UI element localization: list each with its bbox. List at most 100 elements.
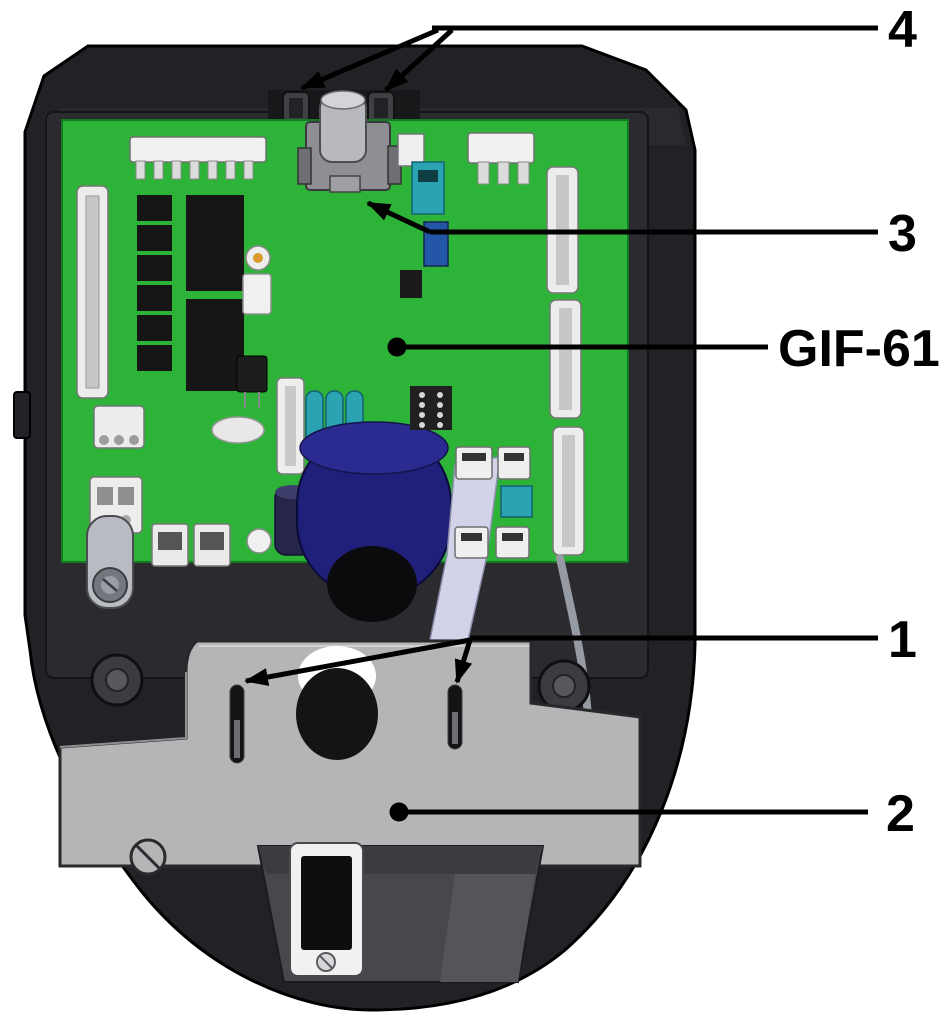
connector-pin <box>225 160 236 180</box>
header-pin <box>437 422 443 428</box>
connector-pin <box>189 160 200 180</box>
ic-chip <box>137 345 172 371</box>
plug-stripe <box>461 533 482 541</box>
callout-label-1: 1 <box>888 611 917 669</box>
terminal-pin <box>129 435 139 445</box>
ic-chip <box>137 285 172 311</box>
top-latch-left-notch <box>289 98 303 118</box>
leader-arrow-right <box>454 639 473 684</box>
leader-dot <box>389 802 409 822</box>
clamp-foot <box>329 175 361 193</box>
connector-slot <box>559 308 572 410</box>
connector-slot <box>562 435 575 547</box>
ic-block-1 <box>186 195 244 291</box>
lock-keyway <box>102 578 118 592</box>
standoff-core <box>105 668 129 692</box>
plug-body <box>454 526 489 559</box>
callout-4: 4 <box>300 1 917 92</box>
connector-pin <box>135 160 146 180</box>
edge-connector-right-2 <box>549 299 582 419</box>
pin-header-small <box>400 270 422 298</box>
enclosure-side-notch <box>13 391 31 439</box>
terminal-pin <box>114 435 124 445</box>
plug-body <box>497 446 531 480</box>
callout-label-gif61: GIF-61 <box>778 320 940 378</box>
ic-chip <box>137 225 172 251</box>
lock-cylinder <box>86 515 134 609</box>
cap-white-small <box>246 528 272 554</box>
callout-label-2: 2 <box>886 785 915 843</box>
relay-small <box>242 273 272 315</box>
standoff-core <box>552 674 576 698</box>
ic-block-2 <box>186 299 244 391</box>
header-pin <box>437 412 443 418</box>
leader-arrow-left <box>244 637 471 686</box>
top-latch-right-notch <box>374 98 388 118</box>
standoff-left <box>90 653 144 707</box>
plug-pair-upper <box>455 446 531 480</box>
callout-label-3: 3 <box>888 205 917 263</box>
block-right-face <box>440 874 535 982</box>
plug-pair-lower <box>454 526 530 559</box>
header-pin <box>419 422 425 428</box>
leader-dot <box>387 337 407 357</box>
screw-slot <box>135 844 161 870</box>
crystal-oval <box>211 416 265 444</box>
connector-screw-slot <box>319 955 333 969</box>
bracket-center-hole <box>296 668 378 760</box>
plug-stripe <box>502 533 523 541</box>
ic-chip <box>137 315 172 341</box>
pin-header-grid <box>410 386 452 430</box>
connector-opening <box>200 532 224 550</box>
connector-pin <box>171 160 182 180</box>
header-pin <box>419 402 425 408</box>
connector-opening <box>301 856 352 950</box>
leader-arrow-right <box>384 28 454 92</box>
bracket-slot-right-pin <box>452 712 458 744</box>
ic-chip <box>137 255 172 281</box>
callout-gif61: GIF-61 <box>387 320 940 378</box>
solenoid-top <box>299 421 449 475</box>
terminal-pin <box>99 435 109 445</box>
connector-pin <box>153 160 164 180</box>
connector-body <box>129 136 267 163</box>
terminal-opening <box>118 487 134 505</box>
header-pin <box>437 402 443 408</box>
connector-pin <box>517 161 530 185</box>
clamp-cylinder-top <box>320 90 366 110</box>
callout-2: 2 <box>389 785 915 843</box>
connector-pin <box>243 160 254 180</box>
connector-pin <box>497 161 510 185</box>
header-pin <box>419 392 425 398</box>
plug-body <box>495 526 530 559</box>
connector-top-left <box>129 136 267 180</box>
terminal-3pin <box>93 405 145 449</box>
plug-body <box>455 446 493 480</box>
bracket-slot-left-pin <box>234 720 240 758</box>
plug-stripe <box>504 453 524 461</box>
ic-column <box>137 195 172 371</box>
bracket-step-line <box>59 672 187 748</box>
terminal-opening <box>97 487 113 505</box>
daughterboard-teal-chip <box>418 170 438 182</box>
header-pin <box>419 412 425 418</box>
connector-pin <box>207 160 218 180</box>
leader-arrow <box>366 200 432 235</box>
callout-1: 1 <box>244 611 917 686</box>
ic-chip <box>137 195 172 221</box>
solenoid <box>296 421 452 622</box>
header-body <box>410 386 452 430</box>
edge-connector-right-3 <box>552 426 585 556</box>
leader-arrow-left <box>300 27 439 91</box>
clamp-tab-left <box>297 147 312 185</box>
bracket-screw <box>129 838 167 876</box>
lower-connector <box>289 842 364 977</box>
callout-label-4: 4 <box>888 1 917 59</box>
transistor <box>236 355 268 393</box>
standoff-right <box>537 659 591 713</box>
wire-clamp <box>297 90 402 193</box>
callout-3: 3 <box>366 200 917 263</box>
connector-slot <box>85 195 100 389</box>
connector-pin <box>477 161 490 185</box>
